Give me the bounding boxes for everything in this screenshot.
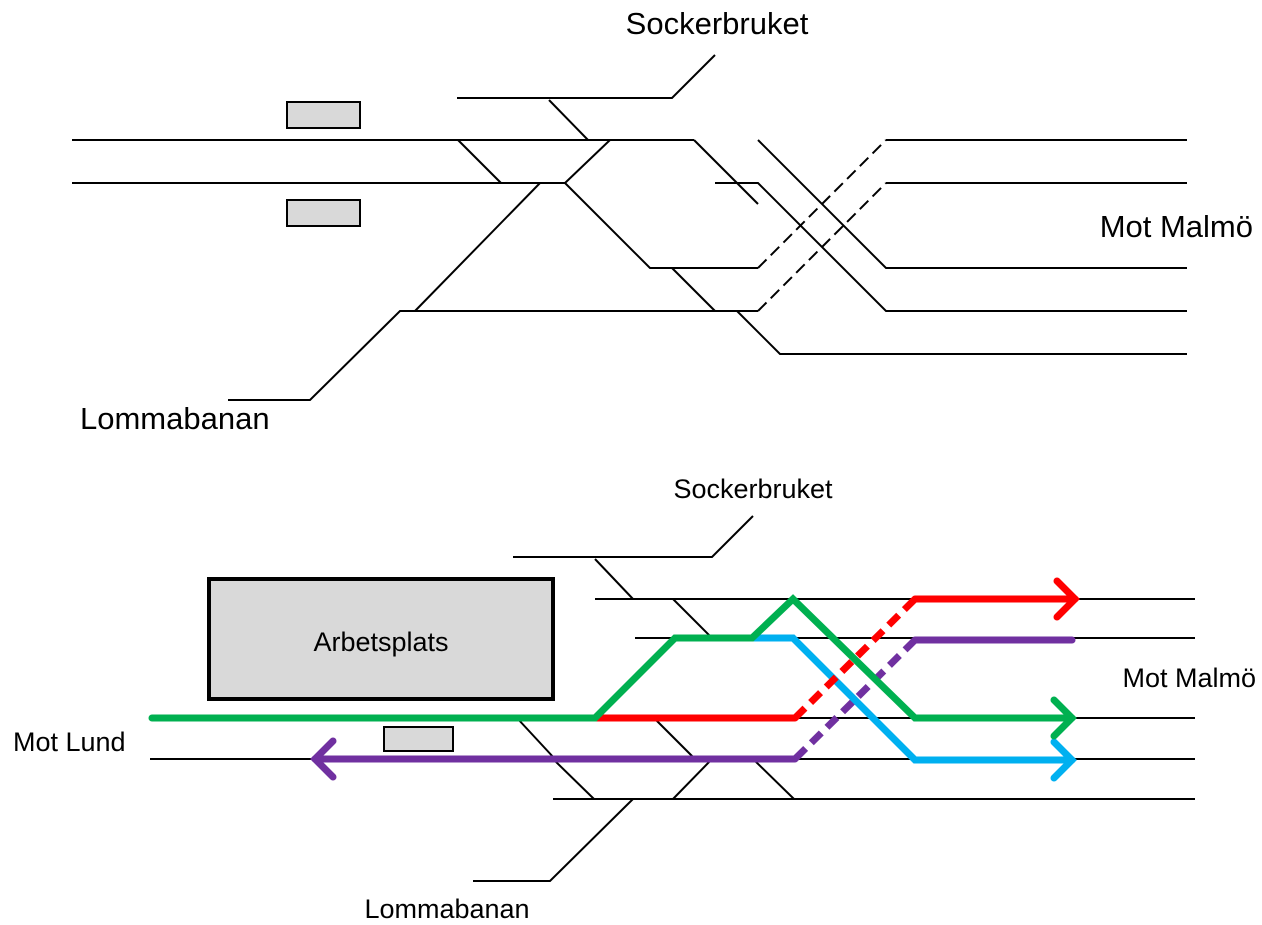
- top-right-track-5: [736, 310, 1187, 355]
- top-diagonal-to-lommabanan: [414, 182, 541, 312]
- top-label-sockerbruket: Sockerbruket: [626, 6, 809, 41]
- bottom-crossover-a: [672, 598, 713, 639]
- top-crossover-a: [457, 139, 502, 184]
- top-label-lommabanan: Lommabanan: [80, 401, 270, 436]
- route-green: [148, 594, 1076, 722]
- bottom-sockerbruket-link: [594, 558, 634, 600]
- top-crossover-b: [564, 139, 611, 184]
- top-switch-b: [671, 267, 716, 312]
- top-platform-2: [286, 199, 361, 227]
- top-right-track-4: [715, 182, 1187, 312]
- route-purple-arrowhead: [310, 737, 337, 781]
- bottom-label-sockerbruket: Sockerbruket: [673, 474, 833, 504]
- top-diagram: Sockerbruket Mot Malmö Lommabanan: [72, 6, 1253, 436]
- bottom-lommabanan-line: [473, 798, 634, 882]
- bottom-sockerbruket-branch: [513, 515, 754, 558]
- bottom-crossover-c: [653, 717, 696, 760]
- bottom-crossover-f: [752, 758, 795, 800]
- top-platform-1: [286, 101, 361, 129]
- bottom-label-mot-lund: Mot Lund: [13, 727, 126, 757]
- top-sockerbruket-link: [548, 99, 589, 141]
- route-green-arrowhead: [1050, 696, 1077, 740]
- top-switch-a: [693, 139, 759, 205]
- route-blue-arrowhead: [1050, 738, 1077, 782]
- bottom-platform: [383, 726, 454, 752]
- route-red-dashed: [792, 596, 918, 721]
- route-purple-dashed: [792, 637, 918, 762]
- top-sockerbruket-branch: [457, 54, 716, 99]
- bottom-crossover-e: [672, 758, 713, 800]
- bottom-label-lommabanan: Lommabanan: [364, 894, 529, 924]
- top-right-track-3: [757, 139, 1187, 269]
- top-lommabanan-line: [228, 310, 715, 401]
- top-label-mot-malmo: Mot Malmö: [1100, 209, 1253, 244]
- route-red-arrowhead: [1053, 577, 1080, 621]
- top-diagonal-to-track-3: [564, 182, 758, 269]
- route-blue: [748, 634, 1076, 764]
- bottom-crossover-b: [516, 717, 556, 760]
- bottom-diagram: Arbetsplats: [13, 474, 1256, 924]
- bottom-crossover-d: [552, 758, 595, 800]
- bottom-label-mot-malmo: Mot Malmö: [1122, 663, 1256, 693]
- arbetsplats-box: [207, 577, 555, 701]
- label-arbetsplats: Arbetsplats: [313, 627, 448, 657]
